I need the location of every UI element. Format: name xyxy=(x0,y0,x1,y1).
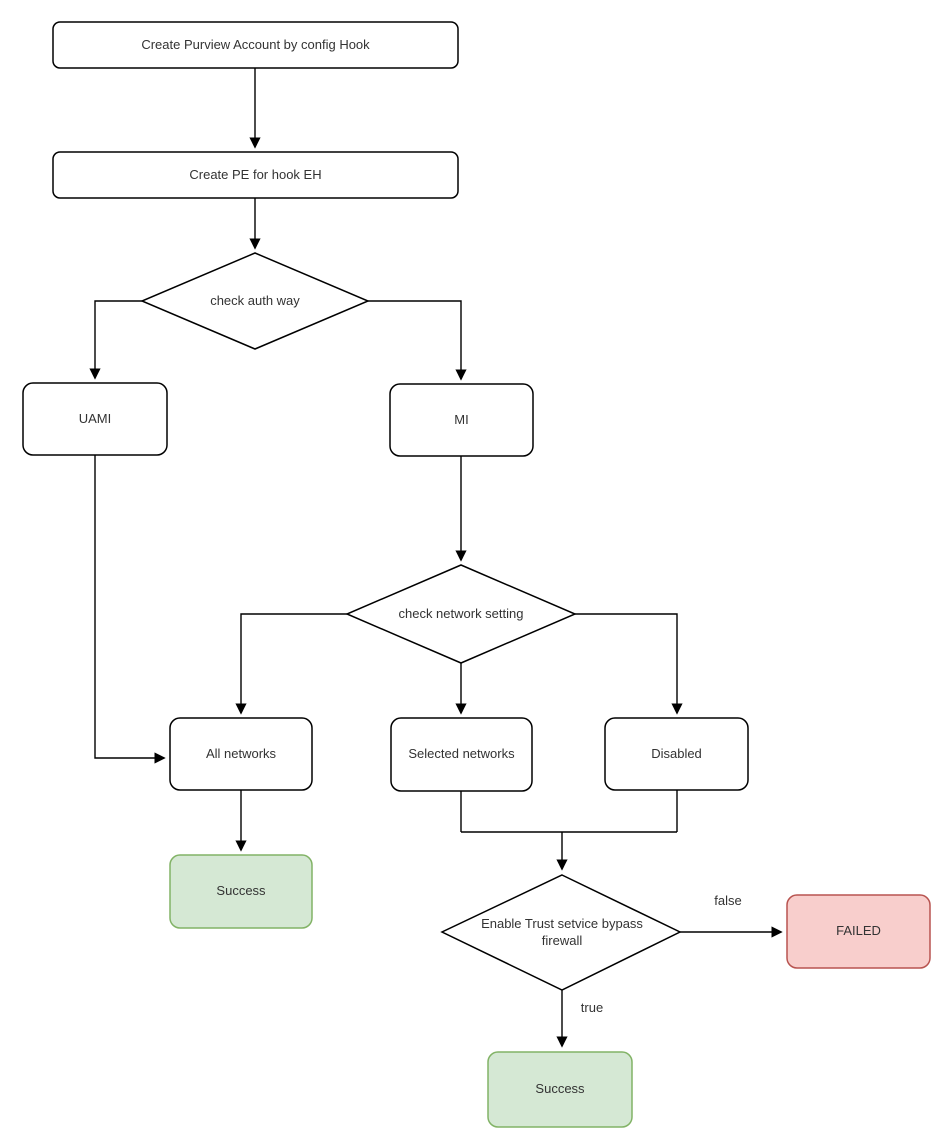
edges-group xyxy=(89,68,783,1048)
node-all-networks-shape xyxy=(169,717,313,791)
decision-check-auth-way-shape xyxy=(140,252,370,350)
edge-label-true: true xyxy=(578,1000,606,1015)
node-success-left-shape xyxy=(169,854,313,929)
node-create-purview-account-shape xyxy=(52,21,459,69)
node-success-bottom-shape xyxy=(487,1051,633,1128)
edge-checkauth-to-uami xyxy=(89,300,142,380)
edge-merge-connector xyxy=(460,790,678,833)
edge-label-false: false xyxy=(712,893,744,908)
edge-checknetwork-to-disabled xyxy=(575,613,683,715)
decision-enable-trust-bypass-shape xyxy=(440,874,682,991)
decision-check-network-setting-shape xyxy=(345,564,577,664)
edge-uami-to-allnetworks xyxy=(94,455,166,764)
node-selected-networks-shape xyxy=(390,717,533,792)
node-uami-shape xyxy=(22,382,168,456)
node-create-pe-shape xyxy=(52,151,459,199)
edge-checknetwork-to-allnetworks xyxy=(235,613,347,715)
nodes-group xyxy=(22,21,931,1128)
node-disabled-shape xyxy=(604,717,749,791)
node-mi-shape xyxy=(389,383,534,457)
edge-checkauth-to-mi xyxy=(368,300,467,381)
node-failed-shape xyxy=(786,894,931,969)
